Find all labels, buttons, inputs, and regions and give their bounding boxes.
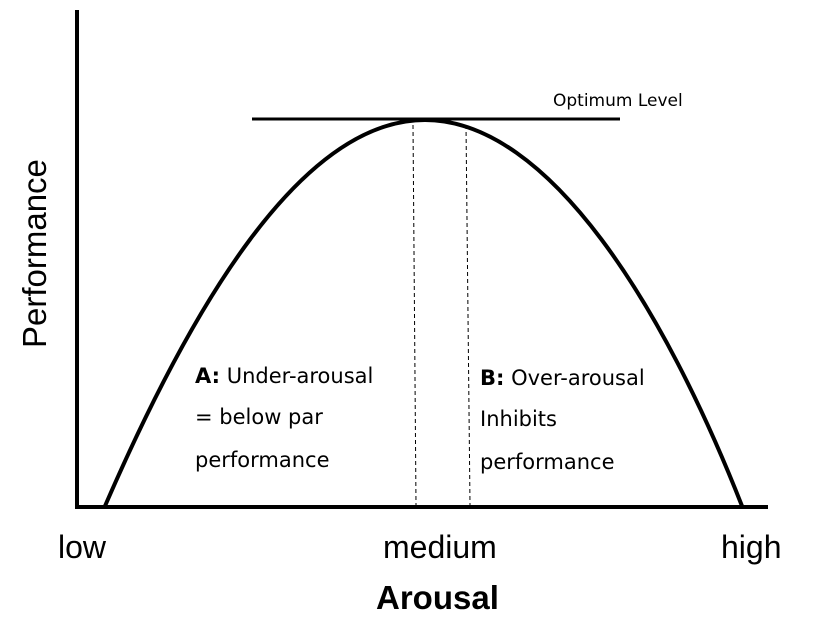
region-boundary-right (465, 124, 471, 506)
region-a-line3: performance (195, 448, 330, 472)
region-b-line3: performance (480, 450, 615, 474)
region-a-prefix: A: (195, 364, 220, 388)
region-b-line1: B: Over-arousal (480, 366, 645, 390)
region-boundary-left (412, 124, 417, 506)
region-b-line2: Inhibits (480, 407, 557, 431)
x-axis-title: Arousal (376, 579, 499, 616)
x-tick-high: high (721, 529, 782, 565)
region-a-line2: = below par (195, 405, 323, 429)
y-axis-title: Performance (16, 159, 53, 348)
region-b-prefix: B: (480, 366, 504, 390)
region-a-line1: A: Under-arousal (195, 364, 373, 388)
region-a-annotation: A: Under-arousal = below par performance (195, 364, 373, 472)
x-tick-low: low (58, 529, 107, 565)
x-tick-medium: medium (383, 529, 497, 565)
optimum-level-label: Optimum Level (553, 91, 683, 111)
region-a-line1-text: Under-arousal (220, 364, 373, 388)
region-b-line1-text: Over-arousal (504, 366, 644, 390)
region-b-annotation: B: Over-arousal Inhibits performance (480, 366, 645, 474)
